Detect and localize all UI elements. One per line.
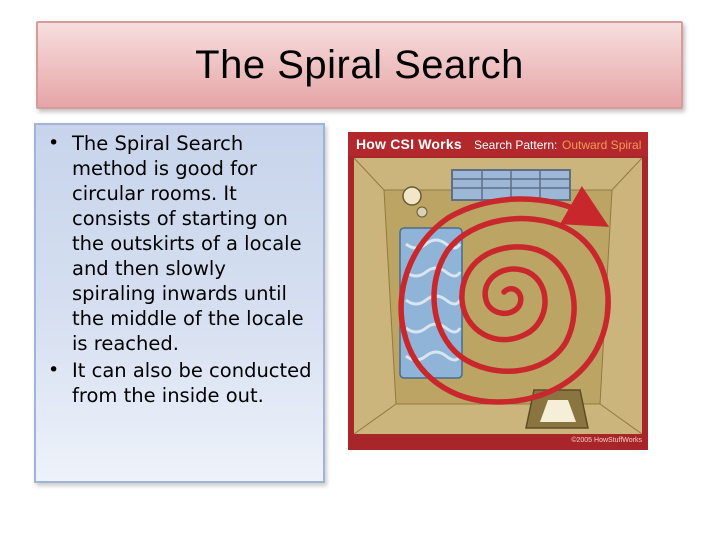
bullet-text: The Spiral Search method is good for cir… (72, 132, 304, 355)
bullet-dot-icon: • (48, 132, 60, 154)
title-box: The Spiral Search (36, 21, 683, 109)
room-diagram (353, 157, 643, 435)
bed-icon (399, 227, 463, 379)
window-icon (451, 169, 571, 201)
slide-title: The Spiral Search (195, 42, 524, 87)
figure-header (348, 132, 648, 156)
bullet-text: It can also be conducted from the inside… (72, 359, 312, 407)
bullet-dot-icon: • (48, 359, 60, 381)
figure-subtitle-accent: Outward Spiral (562, 138, 642, 152)
spiral-search-illustration: How CSI Works Search Pattern: Outward Sp… (348, 132, 648, 450)
spiral-path (398, 185, 611, 405)
lamp-icon (402, 186, 428, 218)
bullet-item: • The Spiral Search method is good for c… (46, 131, 315, 356)
bullet-text-box: • The Spiral Search method is good for c… (34, 123, 325, 483)
bullet-list: • The Spiral Search method is good for c… (46, 131, 315, 408)
rug-icon (525, 389, 589, 429)
figure-brand: How CSI Works (356, 136, 462, 152)
bullet-item: • It can also be conducted from the insi… (46, 358, 315, 408)
figure-subtitle: Search Pattern: (474, 138, 558, 152)
figure-copyright: ©2005 HowStuffWorks (571, 437, 642, 444)
